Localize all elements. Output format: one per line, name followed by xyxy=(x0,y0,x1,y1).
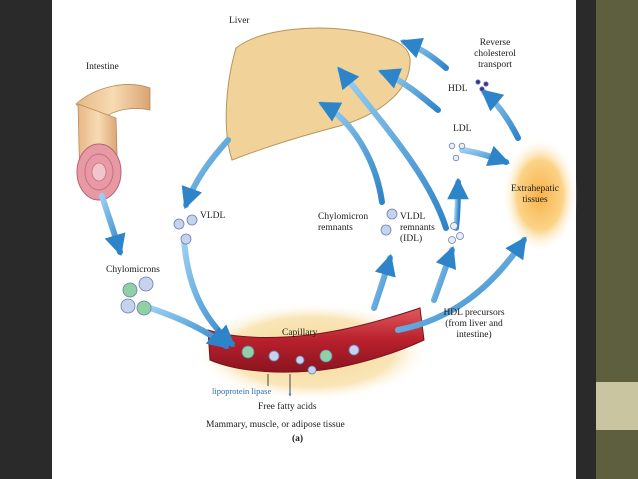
vessel-particle xyxy=(295,355,305,365)
label-reverse-cholesterol-transport: Reverse cholesterol transport xyxy=(474,38,516,70)
vessel-particle xyxy=(268,350,280,362)
ldl-particle xyxy=(448,142,456,150)
label-vldl-remnants: VLDL remnants (IDL) xyxy=(400,212,435,244)
stripe-dark-top xyxy=(596,0,638,382)
label-intestine: Intestine xyxy=(86,62,119,72)
label-panel-a: (a) xyxy=(292,434,304,444)
arrow-idl-to-ldl xyxy=(447,177,469,231)
label-ldl: LDL xyxy=(453,124,472,134)
ldl-particle xyxy=(458,142,466,150)
idl-particle xyxy=(448,236,456,244)
label-chylomicrons: Chylomicrons xyxy=(106,265,160,275)
vessel-particle xyxy=(307,365,317,375)
vldl-particle xyxy=(186,214,198,226)
arrow-capillary-to-extrahepatic xyxy=(395,236,527,333)
ldl-particle xyxy=(452,154,460,162)
vessel-particle xyxy=(241,345,255,359)
arrow-idl-to-liver xyxy=(337,66,449,231)
hdl-particle xyxy=(479,86,485,92)
arrow-hdl-to-liver xyxy=(399,37,449,71)
chylomicron-particle xyxy=(120,298,136,314)
label-extrahepatic-tissues: Extrahepatic tissues xyxy=(510,184,559,205)
extrahepatic-tissue-shape xyxy=(502,137,578,253)
idl-particle xyxy=(450,222,458,230)
hdl-particle xyxy=(483,81,489,87)
label-hdl-precursors: HDL precursors (from liver and intestine… xyxy=(443,308,505,340)
chylomicron-particle xyxy=(136,300,152,316)
chylomicron-particle xyxy=(122,282,138,298)
arrow-liver-to-vldl xyxy=(181,137,231,210)
intestine-shape xyxy=(75,84,151,201)
label-vldl: VLDL xyxy=(200,211,226,221)
vldl-particle xyxy=(180,233,192,245)
particles xyxy=(120,79,489,375)
arrow-chylo-remnants-to-liver xyxy=(318,101,385,205)
stripe-light xyxy=(596,382,638,430)
liver-shape xyxy=(225,27,411,161)
arrow-capillary-to-idl xyxy=(431,245,457,303)
chylo-remnant-particle xyxy=(386,208,398,220)
arrow-ldl-to-extrahepatic xyxy=(459,145,511,167)
idl-particle xyxy=(456,232,464,240)
label-hdl: HDL xyxy=(448,84,468,94)
chylomicron-particle xyxy=(138,276,154,292)
label-liver: Liver xyxy=(229,16,250,26)
label-chylomicron-remnants: Chylomicron remnants xyxy=(318,212,369,233)
hdl-particle xyxy=(475,79,481,85)
arrow-capillary-to-chylo-remnants xyxy=(371,253,396,311)
label-capillary: Capillary xyxy=(282,328,318,338)
vessel-particle xyxy=(348,344,360,356)
vldl-particle xyxy=(173,218,185,230)
arrow-chylomicrons-to-capillary xyxy=(147,305,230,349)
arrows xyxy=(99,37,527,349)
label-lipoprotein-lipase: lipoprotein lipase xyxy=(212,386,272,396)
capillary-vessel xyxy=(207,307,425,373)
vessel-particle xyxy=(319,349,333,363)
label-tissue: Mammary, muscle, or adipose tissue xyxy=(206,420,345,430)
label-free-fatty-acids: Free fatty acids xyxy=(258,402,317,412)
arrow-ldl-to-liver xyxy=(377,68,441,113)
stripe-dark-bottom xyxy=(596,430,638,479)
arrow-extrahepatic-to-hdl xyxy=(480,89,521,141)
chylo-remnant-particle xyxy=(380,224,392,236)
arrow-intestine-to-chylomicrons xyxy=(99,193,126,257)
